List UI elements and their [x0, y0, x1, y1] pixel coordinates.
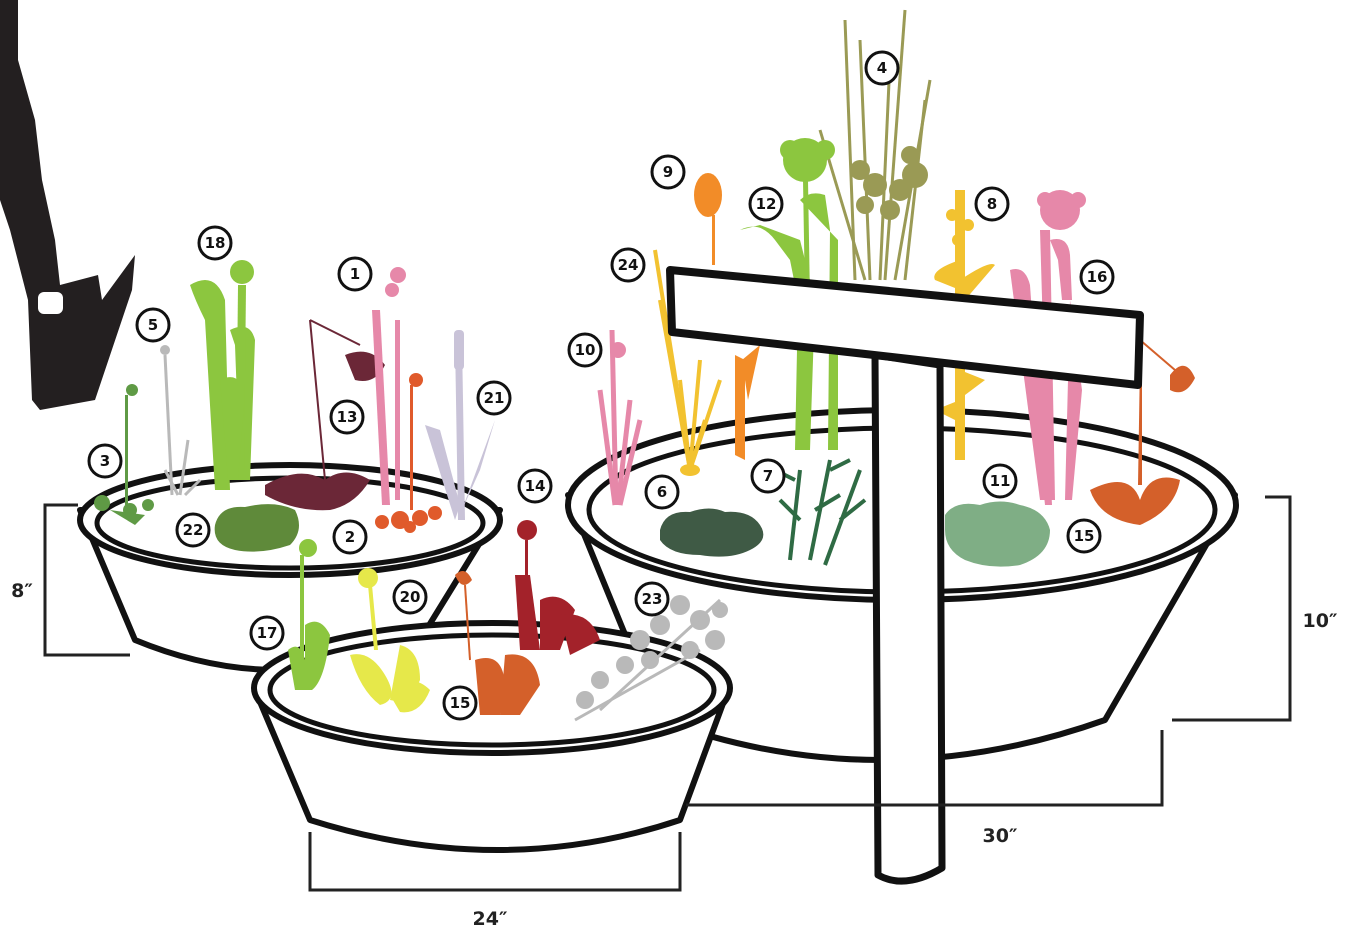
callout-11: 11	[984, 465, 1016, 497]
callout-7: 7	[752, 460, 784, 492]
callout-label: 6	[657, 483, 667, 501]
callout-label: 17	[257, 624, 278, 642]
callout-label: 9	[663, 163, 673, 181]
callout-label: 10	[575, 341, 596, 359]
callout-label: 7	[763, 467, 773, 485]
callout-label: 18	[205, 234, 226, 252]
callout-5: 5	[137, 309, 169, 341]
callout-label: 13	[337, 408, 358, 426]
callout-6: 6	[646, 476, 678, 508]
callout-label: 1	[350, 265, 360, 283]
callout-21: 21	[478, 382, 510, 414]
dim-large-width: 30″	[983, 825, 1018, 847]
callout-1: 1	[339, 258, 371, 290]
callout-label: 4	[877, 59, 887, 77]
callout-22: 22	[177, 514, 209, 546]
callout-label: 21	[484, 389, 505, 407]
callout-label: 20	[400, 588, 421, 606]
callout-14: 14	[519, 470, 551, 502]
callout-label: 15	[1074, 527, 1095, 545]
callout-label: 12	[756, 195, 777, 213]
callout-label: 23	[642, 590, 663, 608]
callout-8: 8	[976, 188, 1008, 220]
callout-label: 16	[1087, 268, 1108, 286]
callout-label: 22	[183, 521, 204, 539]
callout-label: 8	[987, 195, 997, 213]
callout-15-front: 15	[444, 687, 476, 719]
callout-2: 2	[334, 521, 366, 553]
callout-label: 14	[525, 477, 546, 495]
callout-label: 24	[618, 256, 639, 274]
callout-13: 13	[331, 401, 363, 433]
callout-16: 16	[1081, 261, 1113, 293]
callout-10: 10	[569, 334, 601, 366]
dim-right-height: 10″	[1303, 610, 1338, 632]
callout-label: 15	[450, 694, 471, 712]
callout-label: 5	[148, 316, 158, 334]
callout-23: 23	[636, 583, 668, 615]
callout-label: 3	[100, 452, 110, 470]
dim-front-width: 24″	[473, 908, 508, 930]
callout-20: 20	[394, 581, 426, 613]
callout-4: 4	[866, 52, 898, 84]
callout-18: 18	[199, 227, 231, 259]
callout-12: 12	[750, 188, 782, 220]
callout-label: 2	[345, 528, 355, 546]
watering-can-icon	[0, 0, 135, 410]
callout-label: 11	[990, 472, 1011, 490]
callout-9: 9	[652, 156, 684, 188]
dim-left-height: 8″	[11, 580, 33, 602]
callout-17: 17	[251, 617, 283, 649]
callout-3: 3	[89, 445, 121, 477]
callout-24: 24	[612, 249, 644, 281]
callout-15: 15	[1068, 520, 1100, 552]
